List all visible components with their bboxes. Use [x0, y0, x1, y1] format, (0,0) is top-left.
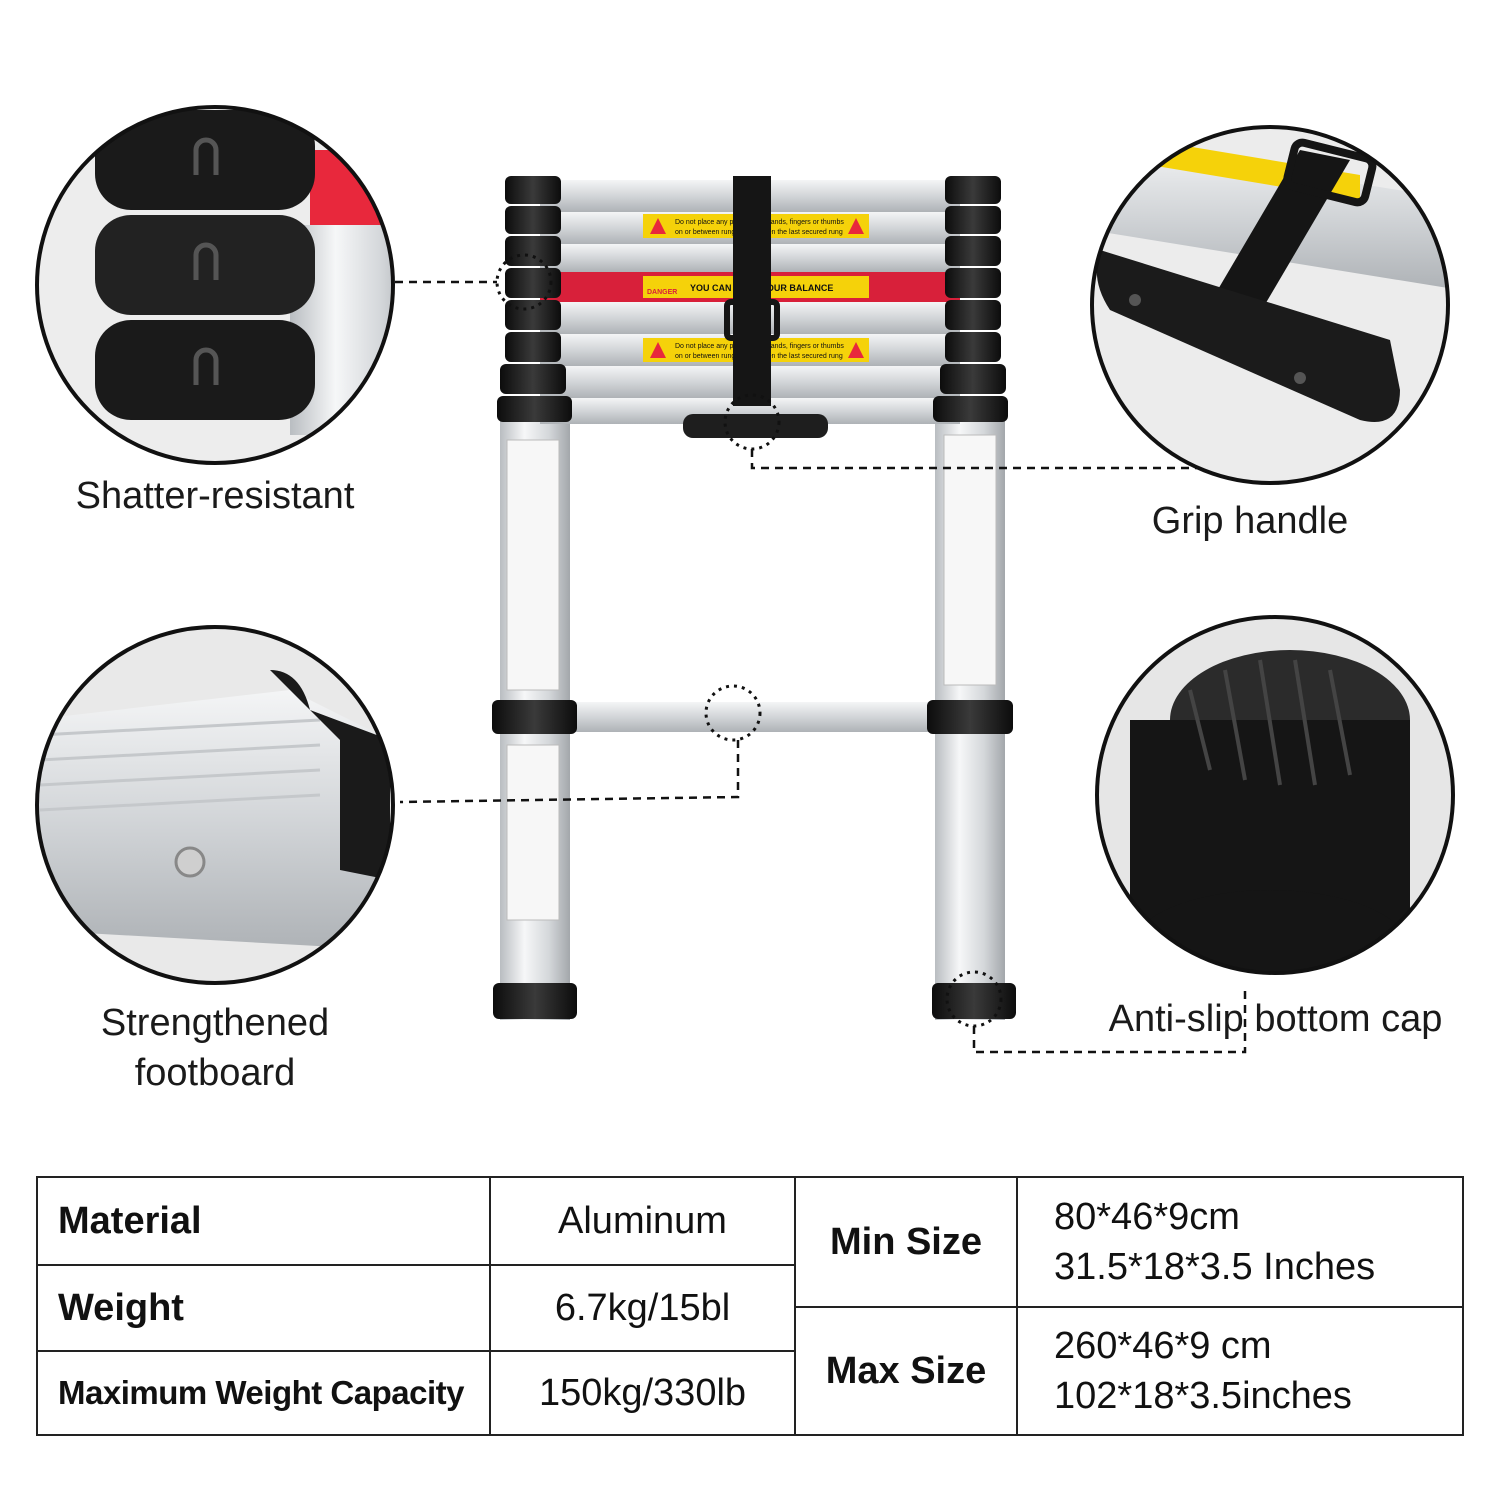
spec-capacity-value: 150kg/330lb — [491, 1352, 796, 1434]
spec-min-size-label: Min Size — [796, 1178, 1018, 1308]
footboard-rung — [492, 700, 1013, 734]
callout-shatter-resistant: Shatter-resistant — [75, 475, 355, 517]
left-end-caps — [497, 176, 572, 422]
spec-max-size-label: Max Size — [796, 1308, 1018, 1434]
spec-weight-value: 6.7kg/15bl — [491, 1266, 796, 1352]
leader-lines — [395, 280, 1247, 1054]
spec-max-size-value: 260*46*9 cm 102*18*3.5inches — [1018, 1308, 1462, 1434]
spec-capacity-label: Maximum Weight Capacity — [38, 1352, 491, 1434]
right-bottom-cap — [932, 983, 1016, 1019]
callout-grip-handle: Grip handle — [1151, 500, 1349, 542]
zoom-footboard — [35, 625, 395, 985]
spec-min-size-value: 80*46*9cm 31.5*18*3.5 Inches — [1018, 1178, 1462, 1308]
zoom-grip — [1090, 125, 1450, 485]
spec-min-size-cm: 80*46*9cm — [1054, 1196, 1240, 1238]
right-end-caps — [933, 176, 1008, 422]
spec-material-value: Aluminum — [491, 1178, 796, 1266]
svg-text:DANGER: DANGER — [647, 289, 677, 296]
spec-material-label: Material — [38, 1178, 491, 1266]
spec-max-size-cm: 260*46*9 cm — [1054, 1325, 1272, 1367]
spec-table: Material Aluminum Weight 6.7kg/15bl Maxi… — [36, 1176, 1464, 1436]
spec-max-size-inches: 102*18*3.5inches — [1054, 1375, 1352, 1417]
callout-anti-slip-bottom-cap: Anti-slip bottom cap — [1108, 998, 1443, 1040]
zoom-endcaps — [35, 105, 395, 465]
zoom-bottom-cap — [1095, 615, 1455, 975]
grip-handle — [683, 414, 828, 438]
carry-strap — [724, 176, 780, 406]
callout-strengthened-footboard: Strengthened footboard — [60, 998, 370, 1098]
ladder-illustration: Do not place any part of your hands, fin… — [35, 105, 1455, 1054]
spec-weight-label: Weight — [38, 1266, 491, 1352]
spec-min-size-inches: 31.5*18*3.5 Inches — [1054, 1246, 1376, 1288]
left-bottom-cap — [493, 983, 577, 1019]
callout-footboard-line1: Strengthened — [100, 1002, 330, 1044]
callout-footboard-line2: footboard — [134, 1052, 296, 1094]
